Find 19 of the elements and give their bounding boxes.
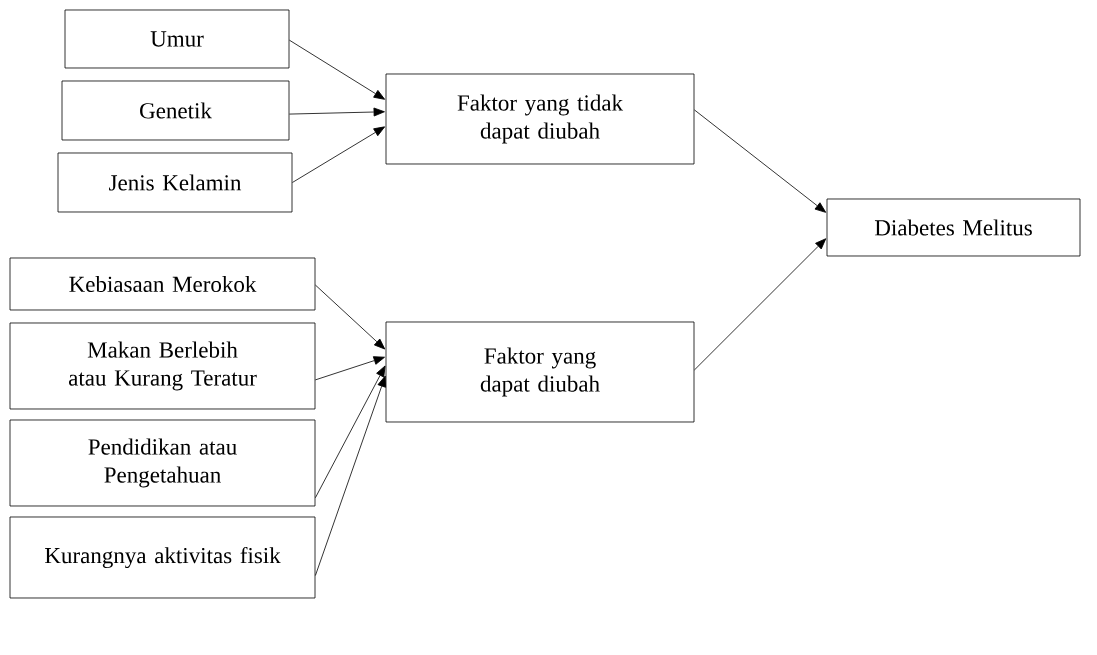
arrow <box>694 109 827 213</box>
factor-box: Pendidikan atau Pengetahuan <box>9 419 316 507</box>
arrow <box>315 356 385 381</box>
factor-box: Faktor yang dapat diubah <box>385 321 695 423</box>
factor-box: Kebiasaan Merokok <box>9 257 316 311</box>
factor-box: Genetik <box>61 80 290 141</box>
arrow <box>315 375 386 576</box>
factor-box: Kurangnya aktivitas fisik <box>9 516 316 599</box>
arrow <box>315 365 386 499</box>
factor-box: Diabetes Melitus <box>826 198 1081 257</box>
arrow <box>289 107 385 117</box>
arrow <box>292 126 386 183</box>
factor-box: Jenis Kelamin <box>57 152 293 213</box>
factor-box: Faktor yang tidak dapat diubah <box>385 73 695 165</box>
arrow <box>315 284 386 350</box>
arrow <box>289 39 386 100</box>
arrow <box>694 238 827 371</box>
factor-box: Umur <box>64 9 290 69</box>
factor-box: Makan Berlebih atau Kurang Teratur <box>9 322 316 410</box>
